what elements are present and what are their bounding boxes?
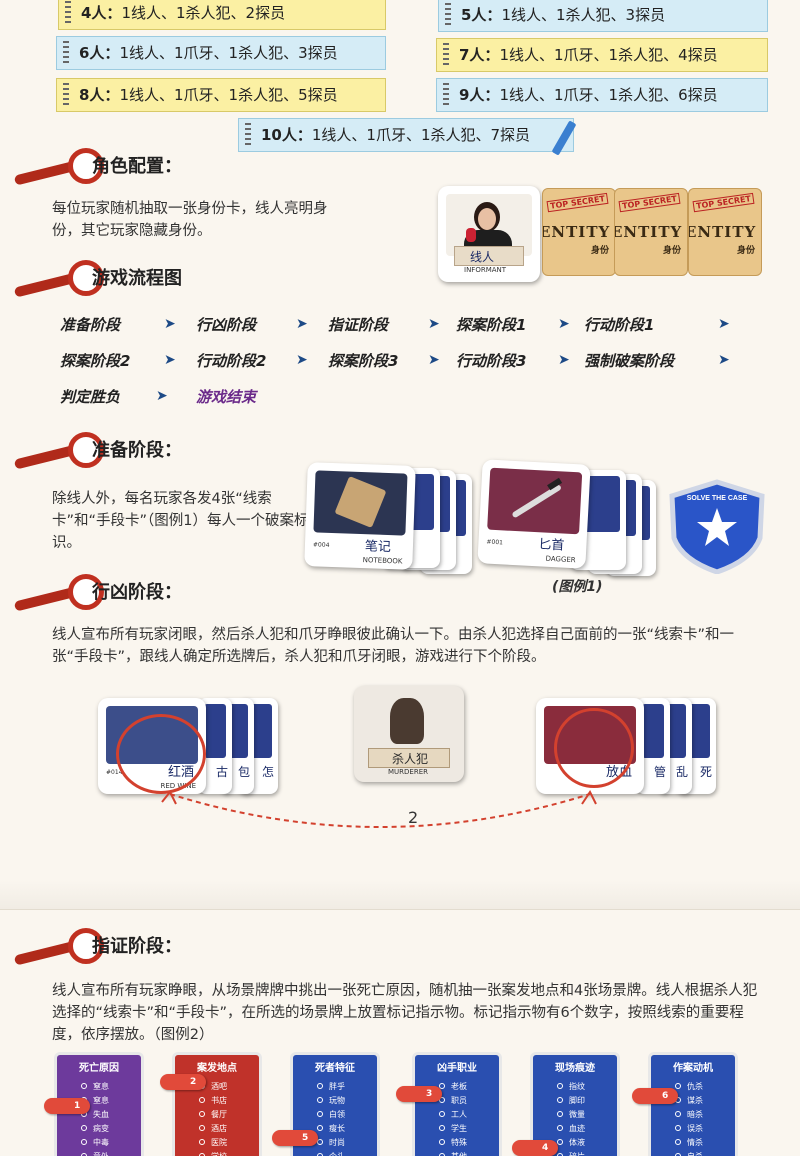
entity-card: TOP SECRET ENTITY 身份 [542, 188, 616, 276]
count-text: 1线人、1杀人犯、2探员 [121, 4, 286, 22]
murderer-label-en: MURDERER [388, 768, 428, 776]
accuse-text: 线人宣布所有玩家睁眼，从场景牌牌中挑出一张死亡原因，随机抽一张案发地点和4张场景… [52, 983, 758, 1043]
informant-label-en: INFORMANT [464, 266, 507, 274]
arrow-icon: ➤ [164, 316, 176, 332]
marker-pin: 4 [512, 1140, 558, 1156]
flow-step: 探案阶段3 [328, 352, 399, 370]
notebook-icon [313, 470, 408, 536]
entity-card: TOP SECRET ENTITY 身份 [614, 188, 688, 276]
count-label: 9人： [459, 86, 500, 104]
marker-pin: 1 [44, 1098, 90, 1114]
marker-pin: 3 [396, 1086, 442, 1102]
clue-card-notebook: #004 笔记 NOTEBOOK [304, 462, 416, 570]
player-count-7: 7人：1线人、1爪牙、1杀人犯、4探员 [436, 38, 768, 72]
flow-step: 指证阶段 [328, 316, 389, 334]
card-caption: 笔记 [364, 539, 392, 556]
dashed-arrows [161, 790, 597, 828]
solve-case-badge-icon: SOLVE THE CASE [669, 479, 765, 574]
player-count-4: 4人：1线人、1杀人犯、2探员 [58, 0, 386, 30]
section-header-roles: 角色配置： [8, 144, 268, 188]
flow-step: 行动阶段1 [584, 316, 655, 334]
selection-circle [554, 708, 634, 788]
dagger-icon [487, 467, 583, 535]
arrow-icon: ➤ [296, 352, 308, 368]
diagram-label: 2 [408, 808, 419, 827]
scene-card: 现场痕迹 指纹 脚印 微量 血迹 体液 碎片 [530, 1052, 620, 1156]
card-caption: 匕首 [537, 537, 565, 554]
scene-card: 死者特征 胖乎 玩物 白领 瘦长 时尚 个头 [290, 1052, 380, 1156]
scene-card: 案发地点 酒吧 书店 餐厅 酒店 医院 学校 [172, 1052, 262, 1156]
count-text: 1线人、1杀人犯、3探员 [501, 6, 666, 24]
section-title: 角色配置： [92, 156, 182, 177]
murderer-label: 杀人犯 [392, 752, 429, 766]
count-label: 10人： [261, 126, 312, 144]
section-title: 指证阶段： [92, 936, 182, 957]
page-separator [0, 880, 800, 910]
flow-step: 探案阶段1 [456, 316, 527, 334]
count-label: 4人： [81, 4, 122, 22]
arrow-icon: ➤ [718, 352, 730, 368]
scene-card: 作案动机 仇杀 谋杀 暗杀 误杀 情杀 自杀 [648, 1052, 738, 1156]
section-header-prep: 准备阶段： [8, 428, 268, 472]
count-text: 1线人、1爪牙、1杀人犯、5探员 [119, 86, 338, 104]
flow-step: 行动阶段3 [456, 352, 527, 370]
flow-step: 判定胜负 [60, 388, 121, 406]
flow-step: 探案阶段2 [60, 352, 131, 370]
count-label: 5人： [461, 6, 502, 24]
player-count-8: 8人：1线人、1爪牙、1杀人犯、5探员 [56, 78, 386, 112]
arrow-icon: ➤ [428, 352, 440, 368]
arrow-icon: ➤ [718, 316, 730, 332]
count-label: 8人： [79, 86, 120, 104]
marker-pin: 2 [160, 1074, 206, 1090]
arrow-icon: ➤ [428, 316, 440, 332]
flow-step-end: 游戏结束 [196, 388, 257, 406]
arrow-icon: ➤ [558, 316, 570, 332]
count-text: 1线人、1爪牙、1杀人犯、3探员 [119, 44, 338, 62]
arrow-icon: ➤ [156, 388, 168, 404]
arrow-icon: ➤ [164, 352, 176, 368]
count-text: 1线人、1爪牙、1杀人犯、7探员 [311, 126, 531, 144]
section-header-accuse: 指证阶段： [8, 924, 268, 968]
marker-pin: 5 [272, 1130, 318, 1146]
prep-text: 除线人外，每名玩家各发4张“线索卡”和“手段卡”（图例1）每人一个破案标识。 [52, 491, 309, 551]
scene-card: 凶手职业 老板 职员 工人 学生 特殊 其他 [412, 1052, 502, 1156]
player-count-5: 5人：1线人、1杀人犯、3探员 [438, 0, 768, 32]
count-text: 1线人、1爪牙、1杀人犯、4探员 [499, 46, 718, 64]
section-title: 游戏流程图 [92, 268, 182, 289]
informant-card: 线人 INFORMANT [438, 186, 540, 282]
badge-text: SOLVE THE CASE [687, 495, 748, 502]
selection-circle [116, 714, 206, 794]
player-count-10: 10人：1线人、1爪牙、1杀人犯、7探员 [238, 118, 574, 152]
crime-text: 线人宣布所有玩家闭眼，然后杀人犯和爪牙睁眼彼此确认一下。由杀人犯选择自己面前的一… [52, 627, 735, 665]
count-label: 6人： [79, 44, 120, 62]
arrow-icon: ➤ [558, 352, 570, 368]
count-label: 7人： [459, 46, 500, 64]
murderer-card: 杀人犯 MURDERER [354, 686, 464, 782]
marker-pin: 6 [632, 1088, 678, 1104]
flow-step: 行凶阶段 [196, 316, 257, 334]
section-title: 行凶阶段： [92, 582, 182, 603]
arrow-icon: ➤ [296, 316, 308, 332]
informant-portrait [446, 194, 532, 256]
figure-caption: (图例1) [552, 579, 603, 595]
murderer-portrait [390, 698, 424, 744]
player-count-9: 9人：1线人、1爪牙、1杀人犯、6探员 [436, 78, 768, 112]
player-count-6: 6人：1线人、1爪牙、1杀人犯、3探员 [56, 36, 386, 70]
flow-step: 强制破案阶段 [584, 352, 675, 370]
flow-step: 准备阶段 [60, 316, 121, 334]
roles-text: 每位玩家随机抽取一张身份卡，线人亮明身份，其它玩家隐藏身份。 [52, 201, 328, 239]
flow-step: 行动阶段2 [196, 352, 267, 370]
section-header-crime: 行凶阶段： [8, 570, 268, 614]
informant-label: 线人 [470, 250, 495, 264]
method-card-dagger: #001 匕首 DAGGER [477, 459, 591, 569]
section-header-flow: 游戏流程图 [8, 256, 268, 300]
count-text: 1线人、1爪牙、1杀人犯、6探员 [499, 86, 718, 104]
entity-card: TOP SECRET ENTITY 身份 [688, 188, 762, 276]
section-title: 准备阶段： [92, 440, 182, 461]
